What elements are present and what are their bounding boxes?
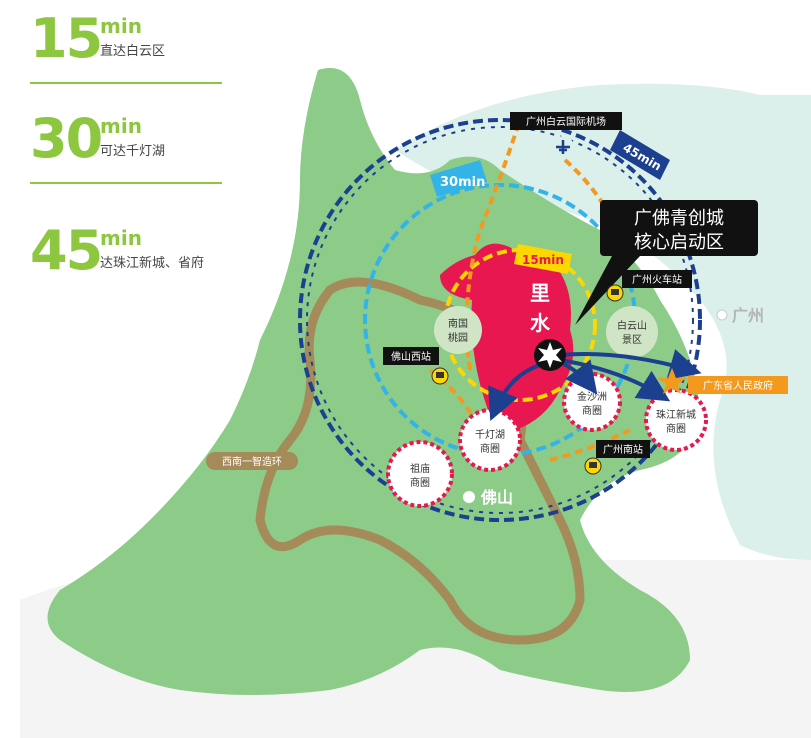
callout-line1: 广佛青创城 — [634, 208, 724, 229]
route-line — [549, 428, 631, 462]
nanguo-label-1: 南国 — [448, 317, 468, 330]
train-icon — [584, 457, 602, 475]
zhujiang-circle: 珠江新城 商圈 — [644, 388, 708, 452]
nanguo-label-2: 桃园 — [448, 331, 468, 344]
zhujiang-label-2: 商圈 — [666, 422, 686, 435]
jinshazhou-label-1: 金沙洲 — [577, 390, 607, 403]
land-mass — [47, 68, 700, 695]
jinshazhou-circle: 金沙洲 商圈 — [562, 372, 622, 432]
ring-label-30: 30min — [430, 160, 487, 197]
legend-30: 30 min 可达千灯湖 — [30, 112, 230, 184]
legend-30-unit: min — [100, 114, 142, 138]
foshan-dot — [463, 491, 475, 503]
legend-30-desc: 可达千灯湖 — [100, 144, 166, 159]
train-icon — [431, 367, 449, 385]
legend-45-value: 45 — [30, 219, 103, 282]
gov-label: 广东省人民政府 — [688, 376, 788, 394]
zumiao-label-1: 祖庙 — [410, 462, 430, 475]
legend-divider — [30, 82, 222, 84]
lishui-char-2: 水 — [530, 311, 551, 335]
legend-45-desc: 达珠江新城、省府 — [100, 256, 205, 271]
foshan-west-label: 佛山西站 — [383, 347, 439, 365]
arrow-to-qiandenghu — [488, 363, 541, 422]
lishui-char-1: 里 — [530, 281, 550, 305]
qiandenghu-label-1: 千灯湖 — [475, 429, 505, 441]
legend-30-value: 30 — [30, 107, 103, 170]
guangzhou-dot — [716, 309, 728, 321]
jinshazhou-label-2: 商圈 — [582, 404, 602, 417]
arrow-to-zhujiang — [559, 349, 702, 380]
foshan-label: 佛山 — [480, 488, 513, 507]
baiyunshan-circle: 白云山 景区 — [606, 306, 658, 358]
gz-south-label: 广州南站 — [596, 440, 650, 458]
qiandenghu-circle: 千灯湖 商圈 — [458, 408, 522, 472]
callout-line2: 核心启动区 — [634, 232, 724, 253]
baiyunshan-label-2: 景区 — [622, 334, 642, 346]
foshan-west-label-text: 佛山西站 — [391, 350, 431, 363]
legend-divider — [30, 182, 222, 184]
guangzhou-label: 广州 — [732, 306, 764, 325]
gov-label-text: 广东省人民政府 — [703, 379, 773, 392]
zhujiang-label-1: 珠江新城 — [656, 408, 696, 421]
zumiao-label-2: 商圈 — [410, 476, 430, 489]
qiandenghu-label-2: 商圈 — [480, 442, 500, 455]
gz-south-label-text: 广州南站 — [603, 443, 643, 456]
legend-15-value: 15 — [30, 7, 103, 70]
gz-station-label-text: 广州火车站 — [632, 273, 682, 286]
core-callout: 广佛青创城 核心启动区 — [575, 200, 758, 325]
ring-label-30-text: 30min — [440, 175, 485, 190]
ring-45 — [298, 118, 702, 522]
airport-label-text: 广州白云国际机场 — [526, 115, 606, 128]
ring-label-45: 45min — [610, 130, 670, 180]
core-burst-icon — [534, 339, 566, 371]
airplane-icon — [552, 136, 574, 158]
ring-road-label-text: 西南一智造环 — [222, 455, 282, 468]
ring-label-15-text: 15min — [522, 253, 564, 267]
legend-45-unit: min — [100, 226, 142, 250]
ring-label-15: 15min — [514, 244, 572, 274]
ring-road-label: 西南一智造环 — [206, 452, 298, 470]
train-icon — [606, 284, 624, 302]
legend-15-desc: 直达白云区 — [100, 44, 166, 59]
gz-station-label: 广州火车站 — [622, 270, 692, 288]
star-icon — [657, 368, 687, 394]
nanguo-circle: 南国 桃园 — [434, 306, 482, 354]
zumiao-circle: 祖庙 商圈 — [386, 440, 454, 508]
airport-label: 广州白云国际机场 — [510, 112, 622, 130]
ring-45-inner — [306, 126, 694, 514]
legend-45: 45 min 达珠江新城、省府 — [30, 224, 230, 284]
baiyunshan-label-1: 白云山 — [617, 319, 647, 332]
legend-15-unit: min — [100, 14, 142, 38]
legend-15: 15 min 直达白云区 — [30, 12, 230, 84]
lishui-zone — [440, 243, 574, 433]
